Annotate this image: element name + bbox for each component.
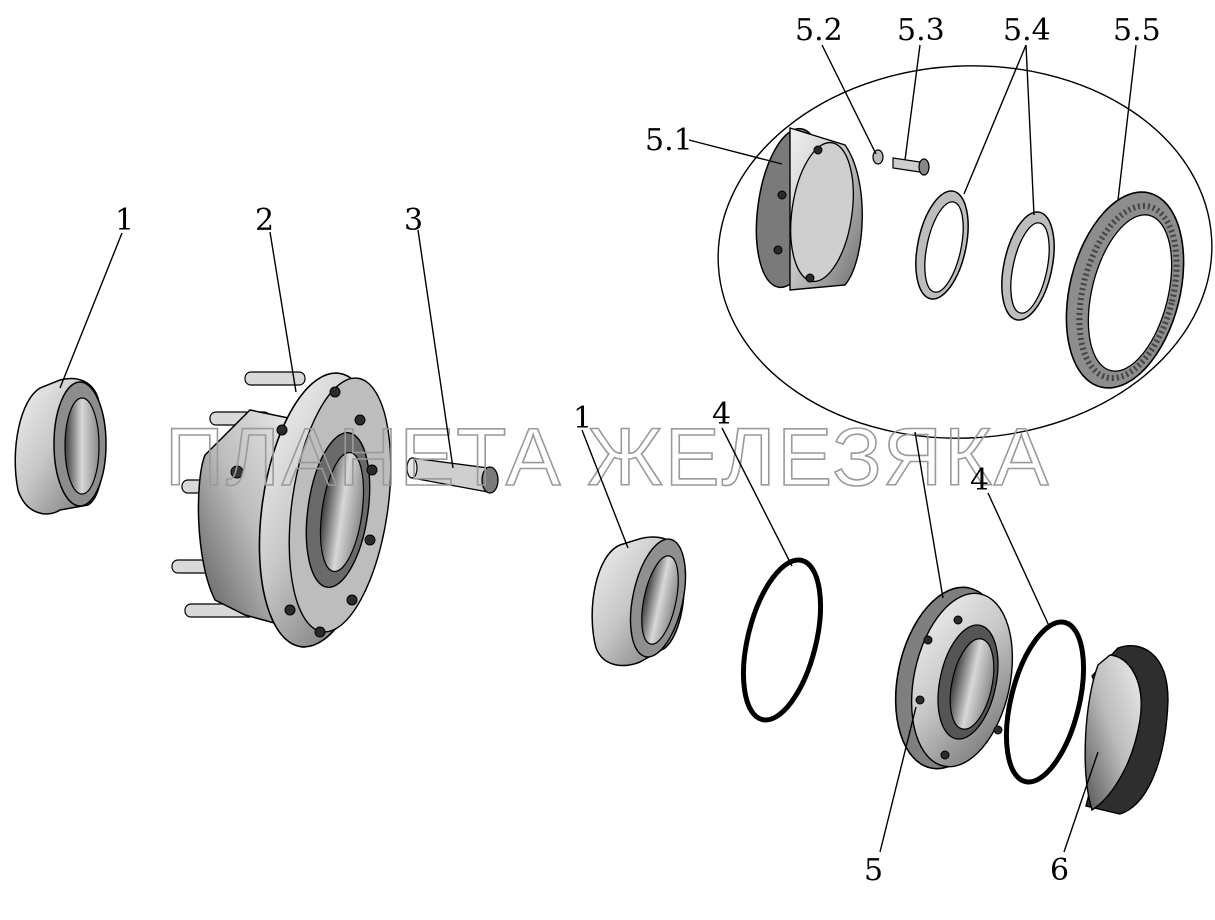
- watermark-text: ПЛАНЕТА ЖЕЛЕЗЯКА: [165, 412, 1051, 503]
- callout-5-2: 5.2: [795, 13, 843, 48]
- hub-bolt-heads: [276, 386, 378, 638]
- callout-5: 5: [864, 853, 883, 888]
- wheel-hub: [171, 371, 392, 648]
- bolt: [406, 457, 499, 494]
- gear-flange: [894, 586, 1014, 770]
- callout-1-left: 1: [115, 203, 134, 238]
- callout-4-middle: 4: [712, 397, 731, 432]
- callout-2: 2: [255, 203, 274, 238]
- detail-inset-outline: [717, 65, 1213, 439]
- callout-3: 3: [404, 203, 423, 238]
- callout-5-1: 5.1: [645, 123, 693, 158]
- callout-labels: 1 2 3 1 4 4 5 6 5.1 5.2 5.3 5.4 5.5: [115, 13, 1161, 888]
- gasket-right: [1004, 619, 1086, 785]
- leader-lines: [59, 44, 1137, 853]
- callout-5-3: 5.3: [897, 13, 945, 48]
- gasket-middle: [741, 557, 823, 723]
- bearing-left: [14, 377, 107, 515]
- callout-5-5: 5.5: [1113, 13, 1161, 48]
- callout-6: 6: [1050, 853, 1069, 888]
- gear-ring: [1065, 191, 1185, 389]
- callout-1-right: 1: [573, 401, 592, 436]
- callout-5-4: 5.4: [1003, 13, 1051, 48]
- cover-shield: [1084, 645, 1169, 815]
- snap-rings: [915, 190, 1055, 321]
- small-bolt: [892, 157, 930, 176]
- housing-ring: [755, 127, 863, 291]
- bearing-right: [591, 536, 687, 667]
- callout-4-right: 4: [970, 463, 989, 498]
